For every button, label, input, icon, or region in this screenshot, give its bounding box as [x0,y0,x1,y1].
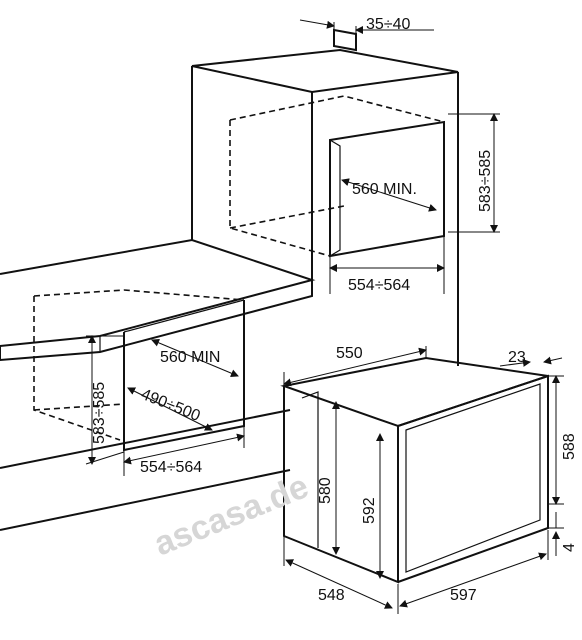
label-oven-inner-height: 592 [361,497,378,524]
label-top-gap: 35÷40 [366,16,410,33]
column-cabinet [191,28,459,360]
label-column-depth-min: 560 MIN. [352,181,417,198]
undercounter-opening [123,300,245,452]
label-oven-front-width: 597 [450,587,477,604]
label-oven-front-height: 588 [561,433,578,460]
label-column-width: 554÷564 [348,277,410,294]
dimension-lines [85,19,564,614]
label-oven-body-width: 548 [318,587,345,604]
label-oven-depth: 550 [336,345,363,362]
label-oven-front-thick: 23 [508,349,526,366]
label-under-depth-min: 560 MIN [160,349,220,366]
label-column-height: 583÷585 [477,150,494,212]
label-under-height: 583÷585 [91,382,108,444]
oven-body-side [283,386,399,584]
column-top-face [191,48,459,94]
label-oven-body-height: 580 [317,477,334,504]
worktop [0,238,316,362]
dimension-labels: 35÷40 583÷585 560 MIN. 554÷564 560 MIN 5… [91,16,578,604]
oven-unit [280,356,549,584]
label-under-inner-depth: 490÷500 [139,386,203,425]
label-oven-bottom-gap: 4 [561,543,578,552]
label-under-width: 554÷564 [140,459,202,476]
oven-top-face [280,356,549,428]
